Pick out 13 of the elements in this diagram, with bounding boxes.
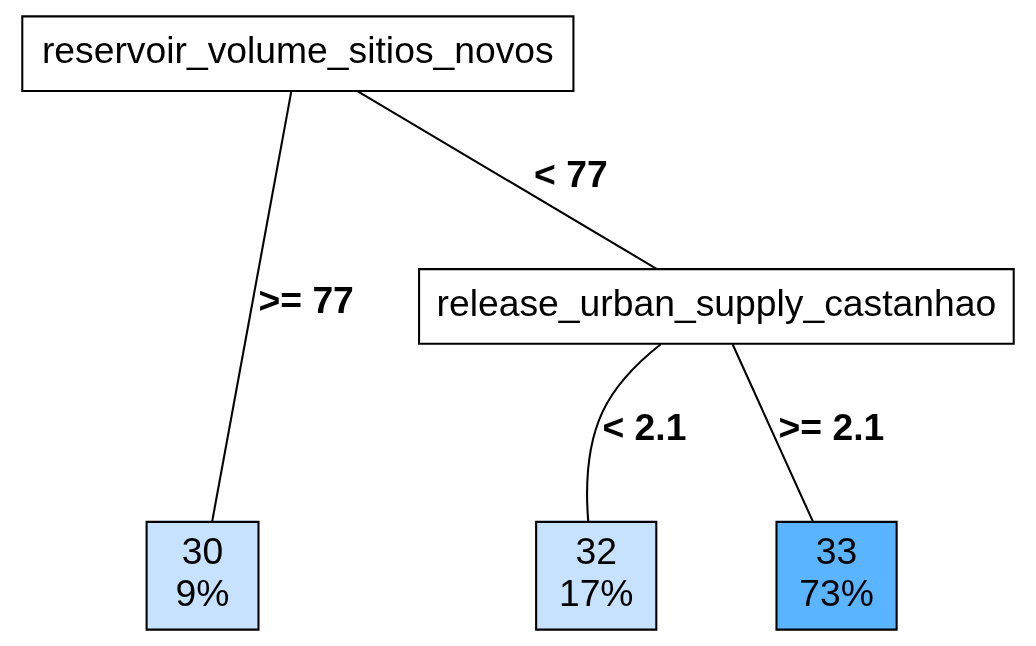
edge-label: >= 2.1 bbox=[778, 405, 885, 448]
connector bbox=[731, 343, 814, 522]
node-box: release_urban_supply_castanhao bbox=[418, 268, 1015, 345]
node-box: 33 73% bbox=[775, 520, 898, 631]
node-box: 30 9% bbox=[145, 520, 260, 631]
edge-label: >= 77 bbox=[258, 279, 354, 322]
node-box: 32 17% bbox=[535, 520, 658, 631]
connector bbox=[586, 343, 662, 522]
node-box: reservoir_volume_sitios_novos bbox=[21, 15, 575, 92]
connector bbox=[357, 90, 658, 270]
connector bbox=[211, 91, 293, 522]
edge-label: < 2.1 bbox=[602, 405, 687, 448]
edge-label: < 77 bbox=[534, 153, 608, 196]
